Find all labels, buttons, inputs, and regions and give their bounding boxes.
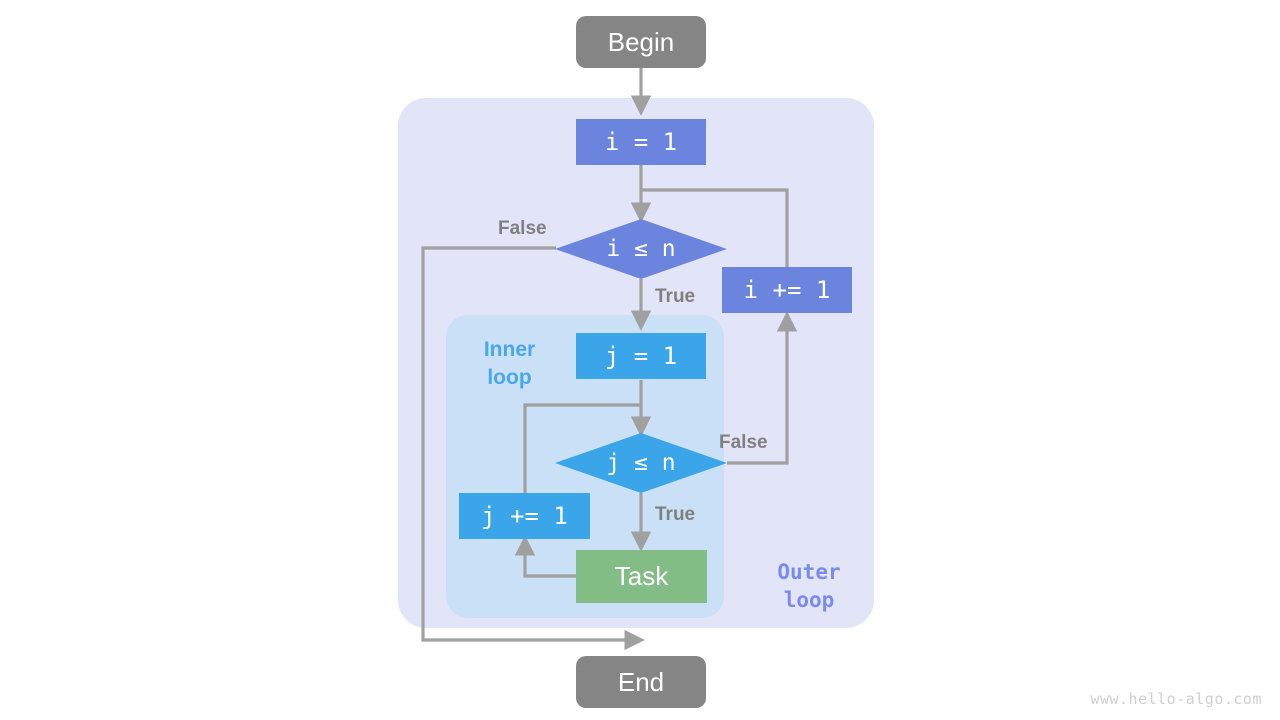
edge-label-j-cond-false: False bbox=[719, 432, 768, 453]
node-end-shape[interactable] bbox=[576, 656, 706, 708]
edge-j-incr-to-j-cond bbox=[523, 403, 641, 494]
edge-task-to-j-incr bbox=[514, 535, 576, 578]
inner-loop-group-label: Inner loop bbox=[483, 338, 536, 390]
edge-label-i-cond-false: False bbox=[498, 218, 547, 239]
node-begin-shape[interactable] bbox=[576, 16, 706, 68]
edge-i-cond-false-to-end bbox=[421, 246, 645, 651]
edge-i-incr-to-i-cond bbox=[641, 188, 789, 267]
node-j-incr-shape[interactable] bbox=[459, 493, 590, 539]
node-task-shape[interactable] bbox=[576, 550, 707, 603]
outer-loop-group-label: Outer loop bbox=[777, 560, 841, 613]
watermark: www.hello-algo.com bbox=[1090, 690, 1262, 708]
node-i-init-shape[interactable] bbox=[576, 119, 706, 165]
edge-label-j-cond-true: True bbox=[655, 504, 696, 525]
node-j-init-shape[interactable] bbox=[576, 333, 706, 379]
edge-j-cond-false-to-i-incr bbox=[727, 311, 798, 465]
node-i-cond-shape[interactable] bbox=[555, 219, 727, 279]
node-j-cond-shape[interactable] bbox=[555, 433, 727, 493]
edge-label-i-cond-true: True bbox=[655, 286, 696, 307]
node-i-incr-shape[interactable] bbox=[722, 267, 852, 313]
